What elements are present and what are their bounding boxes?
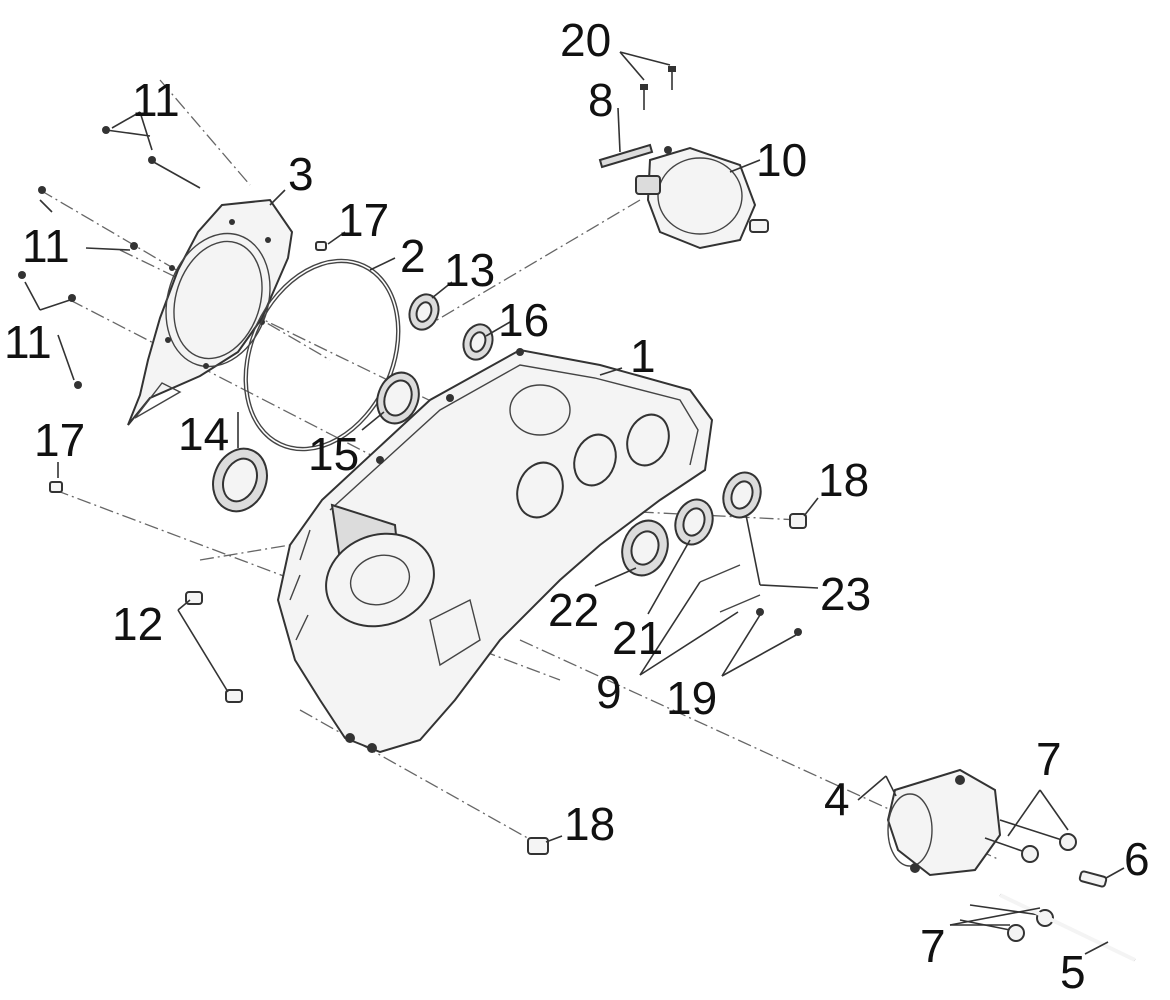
callout-11-top: 11 bbox=[132, 74, 180, 126]
seal-16 bbox=[462, 323, 494, 361]
pin-6 bbox=[1078, 870, 1108, 888]
seal-13 bbox=[408, 293, 440, 331]
callout-12: 12 bbox=[112, 598, 163, 650]
callout-1: 1 bbox=[630, 330, 656, 382]
callout-14: 14 bbox=[178, 408, 229, 460]
shaft-5 bbox=[999, 893, 1136, 962]
callout-23: 23 bbox=[820, 568, 871, 620]
callout-19: 19 bbox=[666, 672, 717, 724]
callout-7-upper: 7 bbox=[1036, 733, 1062, 785]
bracket-4 bbox=[886, 768, 1002, 877]
callout-4: 4 bbox=[824, 773, 850, 825]
callout-17-lower: 17 bbox=[34, 414, 85, 466]
callout-18-upper: 18 bbox=[818, 454, 869, 506]
bearing-22 bbox=[621, 519, 669, 577]
caps-18 bbox=[527, 513, 807, 855]
callout-18-lower: 18 bbox=[564, 798, 615, 850]
callout-2: 2 bbox=[400, 230, 426, 282]
callout-22: 22 bbox=[548, 584, 599, 636]
callout-16: 16 bbox=[498, 294, 549, 346]
callout-11-middle: 11 bbox=[22, 220, 70, 272]
seal-14 bbox=[212, 447, 268, 513]
callout-6: 6 bbox=[1124, 833, 1150, 885]
callout-10: 10 bbox=[756, 134, 807, 186]
callout-labels: 1 2 3 4 5 6 7 7 8 9 10 11 11 11 12 13 14… bbox=[4, 14, 1150, 998]
callout-20: 20 bbox=[560, 14, 611, 66]
callout-8: 8 bbox=[588, 74, 614, 126]
callout-9: 9 bbox=[596, 666, 622, 718]
callout-21: 21 bbox=[612, 612, 663, 664]
bolts-19 bbox=[756, 608, 802, 636]
callout-7-lower: 7 bbox=[920, 920, 946, 972]
seal-15 bbox=[376, 371, 420, 425]
clips-9 bbox=[699, 564, 761, 613]
bearing-21 bbox=[674, 498, 714, 546]
callout-5: 5 bbox=[1060, 946, 1086, 998]
bolts-20 bbox=[640, 66, 676, 110]
callout-13: 13 bbox=[444, 244, 495, 296]
starter-motor bbox=[635, 146, 769, 250]
dowels-17 bbox=[49, 241, 327, 493]
callout-15: 15 bbox=[308, 428, 359, 480]
callout-3: 3 bbox=[288, 148, 314, 200]
callout-17-top: 17 bbox=[338, 194, 389, 246]
caps-12 bbox=[185, 591, 243, 703]
plate-8 bbox=[598, 143, 654, 169]
bolts-11 bbox=[18, 126, 201, 389]
belt-cover-plate bbox=[127, 198, 294, 426]
bearing-23 bbox=[722, 471, 762, 519]
crankcase-housing bbox=[276, 348, 714, 754]
leader-lines bbox=[24, 51, 1125, 955]
callout-11-lower: 11 bbox=[4, 316, 52, 368]
